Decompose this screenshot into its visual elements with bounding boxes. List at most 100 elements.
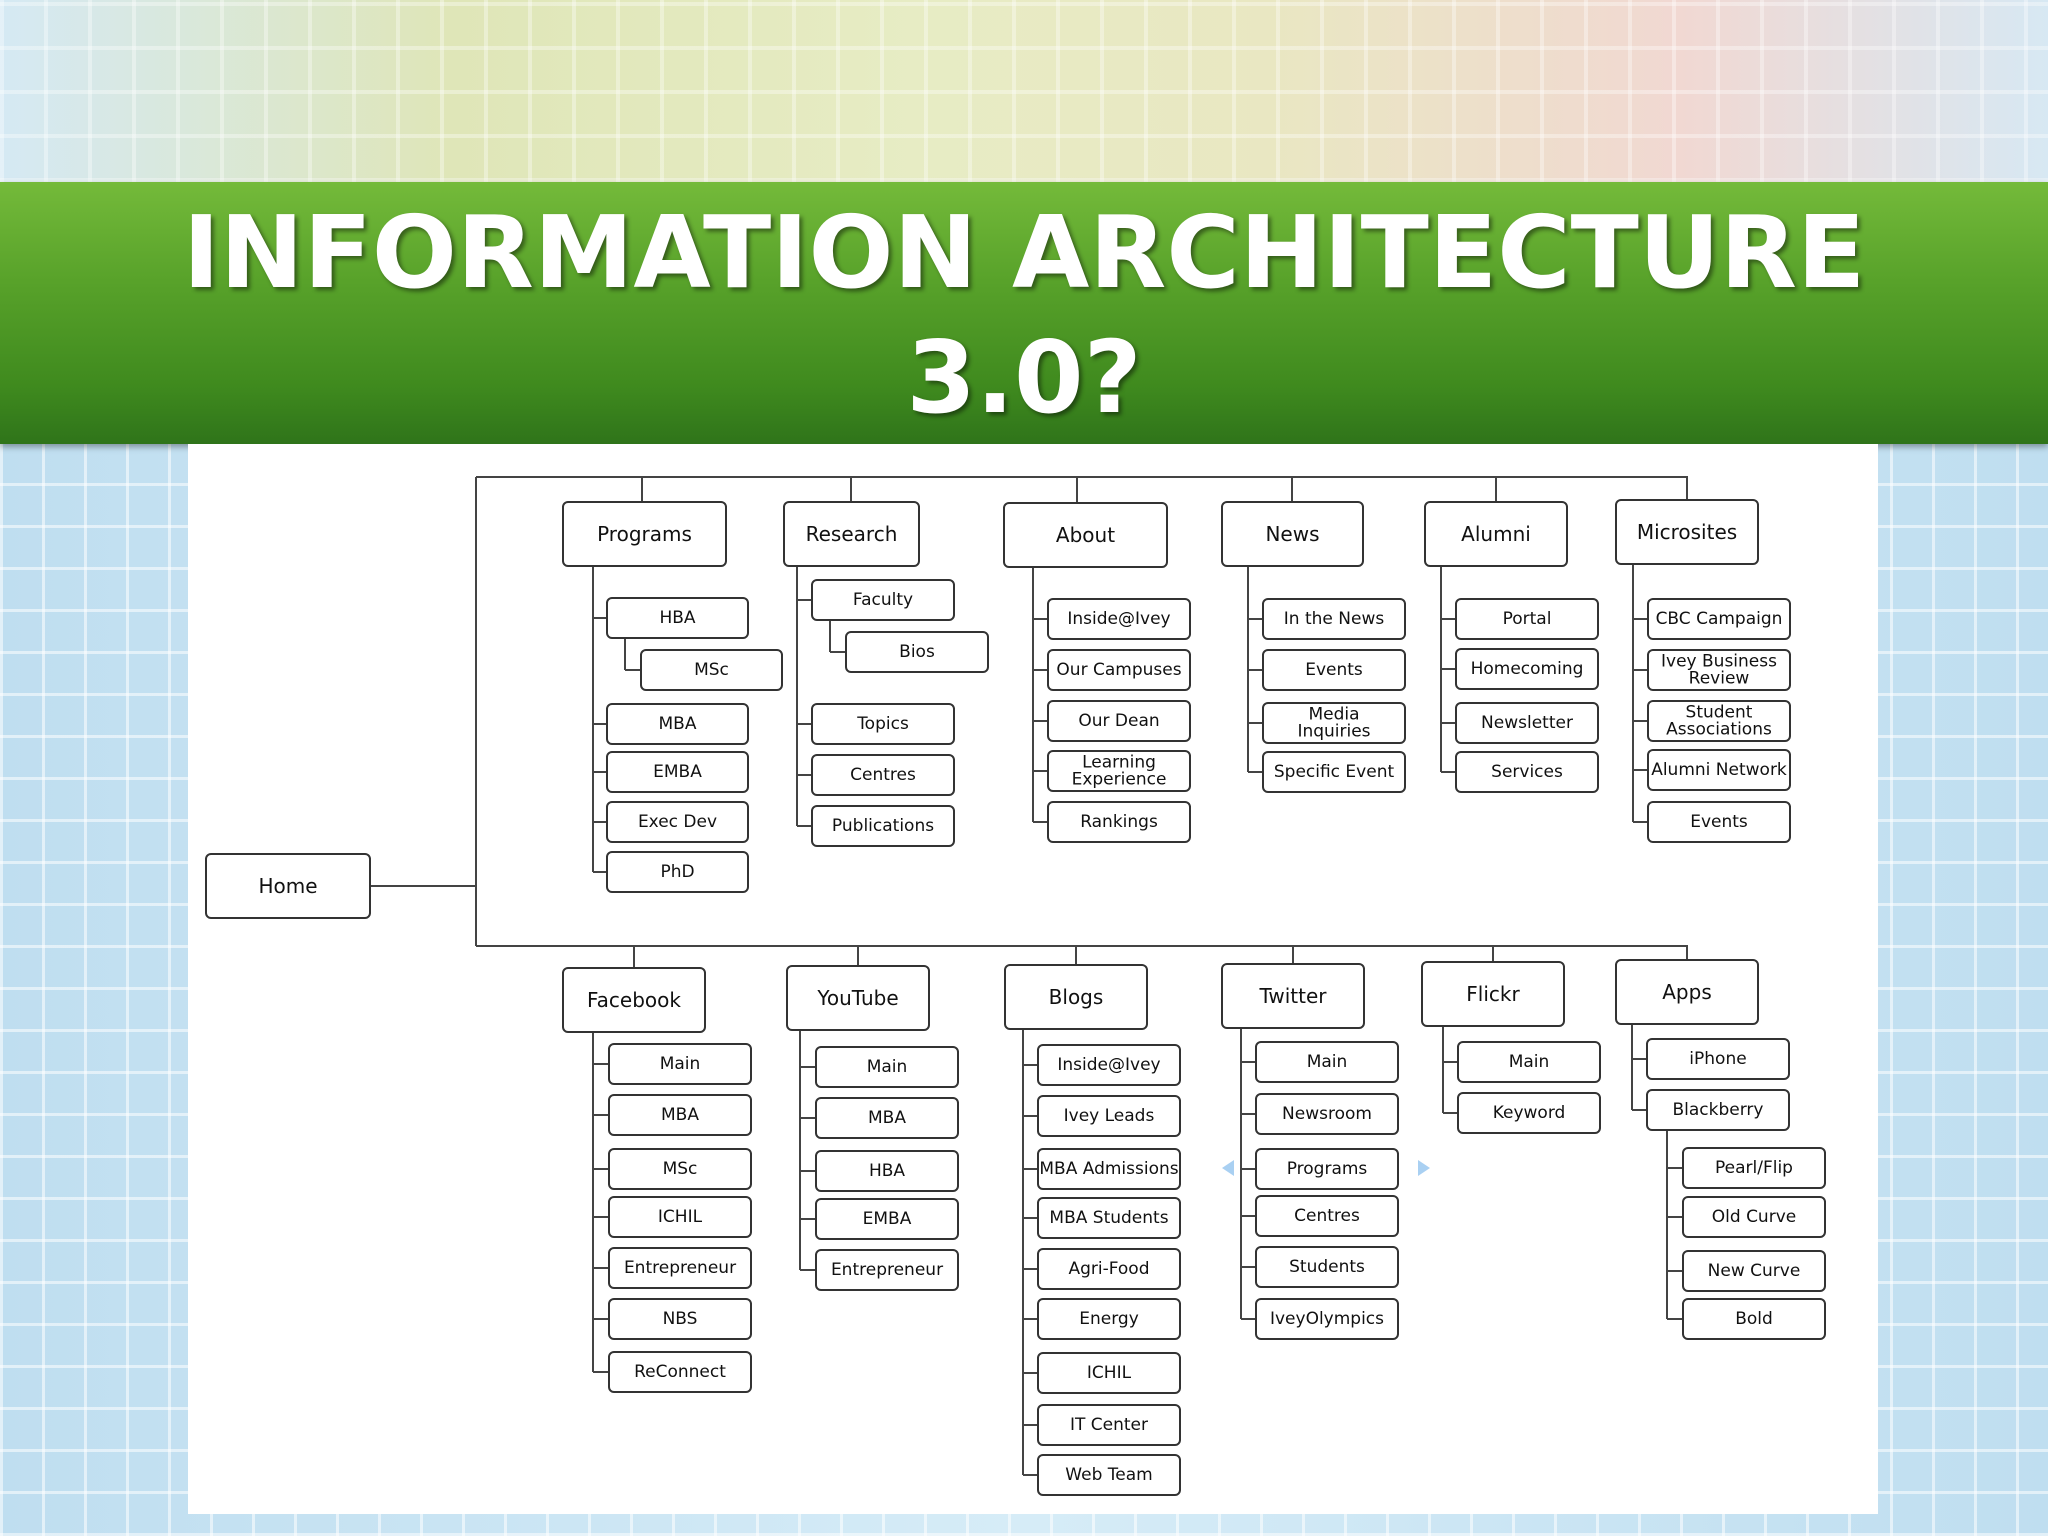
node-twitter: Twitter [1221, 963, 1365, 1029]
node-research-publications: Publications [811, 805, 955, 847]
node-about-our-campuses: Our Campuses [1047, 649, 1191, 691]
node-label: Agri-Food [1068, 1259, 1149, 1279]
node-news-specific-event: Specific Event [1262, 751, 1406, 793]
node-youtube-mba: MBA [815, 1097, 959, 1139]
node-apps-new-curve: New Curve [1682, 1250, 1826, 1292]
node-blogs-web-team: Web Team [1037, 1454, 1181, 1496]
node-facebook: Facebook [562, 967, 706, 1033]
node-label: Homecoming [1471, 659, 1584, 679]
node-home: Home [205, 853, 371, 919]
node-label: Flickr [1466, 982, 1520, 1006]
node-label: New Curve [1708, 1261, 1801, 1281]
node-label: Events [1305, 660, 1363, 680]
node-label: Entrepreneur [624, 1258, 736, 1278]
node-blogs-agri-food: Agri-Food [1037, 1248, 1181, 1290]
node-label: Pearl/Flip [1715, 1158, 1793, 1178]
node-label: Research [806, 522, 898, 546]
node-label: Blogs [1049, 985, 1104, 1009]
node-apps-bold: Bold [1682, 1298, 1826, 1340]
node-label: Services [1491, 762, 1563, 782]
node-programs-exec-dev: Exec Dev [606, 801, 749, 843]
node-label: MSc [663, 1159, 698, 1179]
node-label: HBA [869, 1161, 905, 1181]
node-label: Associations [1666, 720, 1772, 740]
node-blogs-it-center: IT Center [1037, 1404, 1181, 1446]
node-twitter-main: Main [1255, 1041, 1399, 1083]
node-label: Faculty [853, 590, 913, 610]
node-label: MBA [661, 1105, 699, 1125]
node-facebook-main: Main [608, 1043, 752, 1085]
node-label: Programs [1287, 1159, 1368, 1179]
node-label: ICHIL [1087, 1363, 1132, 1383]
node-label: HBA [659, 608, 695, 628]
node-label: Newsroom [1282, 1104, 1372, 1124]
node-label: Publications [832, 816, 934, 836]
node-label: Apps [1662, 980, 1712, 1004]
node-twitter-centres: Centres [1255, 1195, 1399, 1237]
node-label: Media [1308, 705, 1359, 725]
node-blogs-energy: Energy [1037, 1298, 1181, 1340]
node-label: Home [258, 874, 317, 898]
node-facebook-reconnect: ReConnect [608, 1351, 752, 1393]
node-label: EMBA [863, 1209, 912, 1229]
node-label: MBA [659, 714, 697, 734]
node-label: Rankings [1080, 812, 1158, 832]
node-label: Inside@Ivey [1057, 1055, 1160, 1075]
node-news: News [1221, 501, 1364, 567]
node-apps: Apps [1615, 959, 1759, 1025]
node-about: About [1003, 502, 1168, 568]
node-youtube: YouTube [786, 965, 930, 1031]
node-microsites: Microsites [1615, 499, 1759, 565]
node-label: Exec Dev [638, 812, 717, 832]
node-programs-hba: HBA [606, 597, 749, 639]
node-label: Inquiries [1297, 722, 1370, 742]
node-facebook-ichil: ICHIL [608, 1196, 752, 1238]
node-programs-mba: MBA [606, 703, 749, 745]
node-label: Programs [597, 522, 692, 546]
title-banner [0, 182, 2048, 444]
node-blogs: Blogs [1004, 964, 1148, 1030]
node-label: MSc [694, 660, 729, 680]
node-label: Bold [1735, 1309, 1773, 1329]
node-about-our-dean: Our Dean [1047, 700, 1191, 742]
node-label: MBA [868, 1108, 906, 1128]
node-label: Students [1289, 1257, 1365, 1277]
node-label: EMBA [653, 762, 702, 782]
node-research-bios: Bios [845, 631, 989, 673]
node-youtube-main: Main [815, 1046, 959, 1088]
node-twitter-programs: Programs [1255, 1148, 1399, 1190]
node-label: Centres [850, 765, 916, 785]
slide-title-line-1: INFORMATION ARCHITECTURE [182, 194, 1866, 311]
node-blogs-ichil: ICHIL [1037, 1352, 1181, 1394]
node-label: Energy [1079, 1309, 1139, 1329]
node-blogs-inside-ivey: Inside@Ivey [1037, 1044, 1181, 1086]
node-label: Experience [1072, 770, 1167, 790]
node-label: Alumni [1461, 522, 1531, 546]
node-label: Facebook [587, 988, 681, 1012]
node-blogs-ivey-leads: Ivey Leads [1037, 1095, 1181, 1137]
node-blogs-mba-students: MBA Students [1037, 1197, 1181, 1239]
node-flickr-keyword: Keyword [1457, 1092, 1601, 1134]
node-label: IveyOlympics [1270, 1309, 1384, 1329]
node-label: Centres [1294, 1206, 1360, 1226]
node-label: Twitter [1258, 984, 1327, 1008]
node-label: Bios [899, 642, 935, 662]
node-apps-old-curve: Old Curve [1682, 1196, 1826, 1238]
node-label: Web Team [1065, 1465, 1152, 1485]
node-label: MBA Students [1049, 1208, 1168, 1228]
slide-title: INFORMATION ARCHITECTURE 3.0? [0, 190, 2048, 440]
node-label: Main [1509, 1052, 1550, 1072]
node-programs: Programs [562, 501, 727, 567]
node-research-centres: Centres [811, 754, 955, 796]
node-programs-msc: MSc [640, 649, 783, 691]
node-label: Ivey Business [1661, 652, 1777, 672]
node-label: Our Dean [1078, 711, 1159, 731]
node-programs-phd: PhD [606, 851, 749, 893]
node-label: iPhone [1689, 1049, 1746, 1069]
node-label: NBS [663, 1309, 698, 1329]
node-label: Topics [856, 714, 909, 734]
node-twitter-students: Students [1255, 1246, 1399, 1288]
